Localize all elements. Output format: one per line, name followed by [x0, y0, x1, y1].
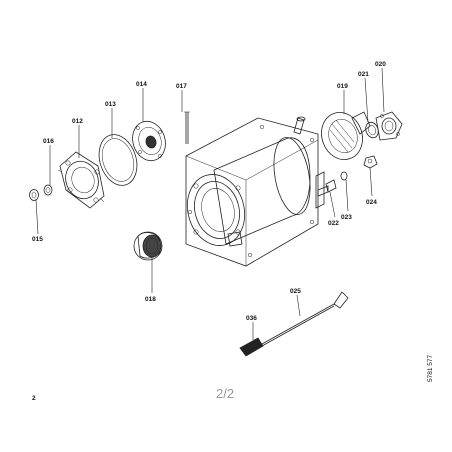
label-025: 025	[290, 288, 301, 295]
label-036: 036	[246, 315, 257, 322]
burner-cover-019	[321, 111, 371, 160]
label-016: 016	[43, 138, 54, 145]
boiler-body	[185, 116, 329, 267]
washer-023	[340, 171, 348, 181]
label-024: 024	[366, 199, 377, 206]
leader-lines	[35, 67, 385, 340]
document-code: 5781 577	[427, 355, 434, 382]
rod-017	[184, 111, 190, 144]
sealing-ring-013	[98, 134, 138, 186]
label-022: 022	[328, 220, 339, 227]
cover-disc-014	[132, 120, 166, 162]
label-023: 023	[341, 214, 352, 221]
cap-018	[133, 231, 163, 261]
part-labels: 012 013 014 016 015 017 018 019 021 020 …	[32, 61, 386, 322]
circlip-015	[29, 189, 39, 201]
mounting-flange-012	[57, 151, 105, 209]
label-020: 020	[375, 61, 386, 68]
label-017: 017	[176, 83, 187, 90]
cleaning-rod-025	[261, 291, 349, 347]
label-019: 019	[337, 83, 348, 90]
label-014: 014	[136, 81, 147, 88]
connection-flange-020	[375, 111, 403, 141]
label-015: 015	[32, 236, 43, 243]
o-ring-016	[43, 184, 53, 196]
nipple-022	[325, 179, 337, 193]
nut-024	[363, 155, 378, 169]
brush-head-036	[239, 337, 264, 357]
label-018: 018	[145, 296, 156, 303]
label-021: 021	[358, 71, 369, 78]
label-013: 013	[105, 101, 116, 108]
sheet-indicator: 2/2	[216, 386, 234, 401]
page-number: 2	[32, 395, 36, 402]
label-012: 012	[72, 118, 83, 125]
